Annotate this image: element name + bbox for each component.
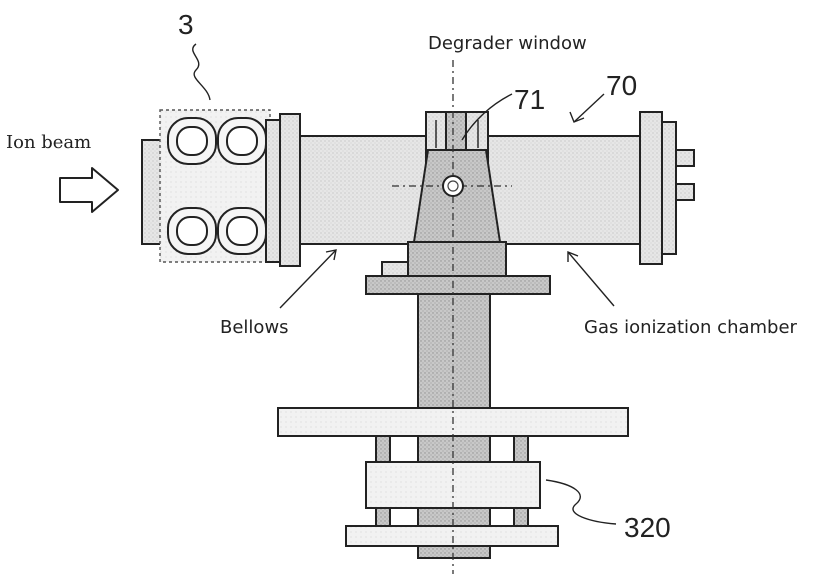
label-ion-beam: Ion beam [6, 132, 91, 153]
coil-bottom-left [167, 207, 217, 255]
leader-71 [461, 93, 513, 141]
leader-gas-chamber [567, 251, 615, 307]
leader-70 [573, 93, 605, 123]
label-gas-ionization-chamber: Gas ionization chamber [584, 317, 798, 338]
ion-beam-arrow-icon [59, 167, 119, 213]
coil-bottom-right [217, 207, 267, 255]
center-lines [392, 60, 512, 574]
coil-top-left [167, 117, 217, 165]
label-ref-320: 320 [624, 512, 671, 543]
degrader-window-housing [425, 111, 489, 151]
connector-bottom [675, 183, 695, 201]
coil-top-right [217, 117, 267, 165]
label-ref-70: 70 [606, 70, 637, 101]
actuator-320 [345, 435, 559, 559]
label-ref-3: 3 [178, 9, 194, 40]
leader-320 [545, 479, 617, 525]
gas-ionization-chamber [487, 111, 695, 265]
connector-top [675, 149, 695, 167]
magnet-3 [159, 109, 271, 263]
label-ref-71: 71 [514, 84, 545, 115]
label-bellows: Bellows [220, 317, 289, 338]
degrader-window-circle [442, 175, 464, 197]
bellows [299, 135, 427, 245]
label-degrader-window: Degrader window [428, 33, 587, 54]
base-plate-upper [365, 275, 551, 295]
leader-3 [192, 43, 211, 101]
leader-bellows [279, 249, 337, 309]
left-flanges [265, 113, 301, 267]
leader-lines [192, 43, 617, 525]
support-shaft [417, 293, 491, 409]
